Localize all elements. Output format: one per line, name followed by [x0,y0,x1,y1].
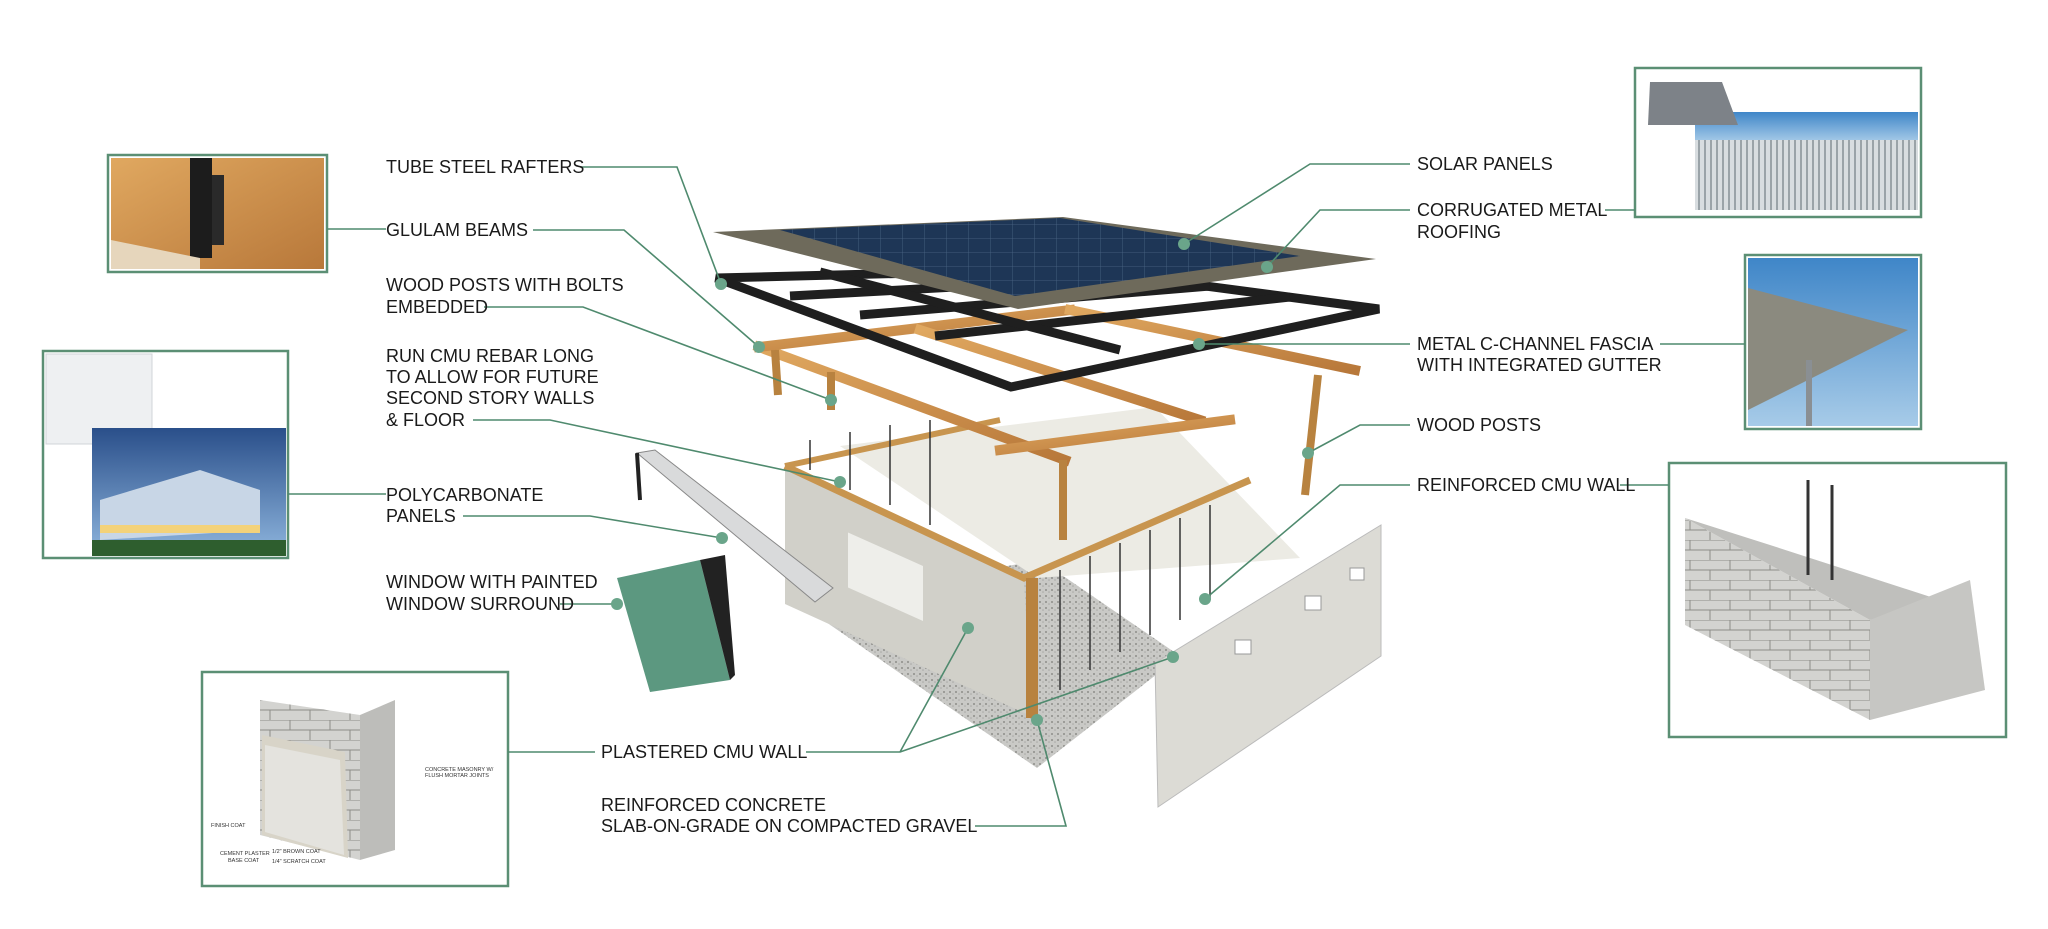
label-wood-posts-bolts-1: WOOD POSTS WITH BOLTS [386,275,624,295]
label-wood-posts: WOOD POSTS [1417,415,1541,435]
detail-note-masonry-2: FLUSH MORTAR JOINTS [425,773,489,779]
wood-post [1026,578,1038,718]
inset-fascia-photo [1743,253,1923,431]
solar-panels [780,218,1300,296]
label-wood-posts-bolts-2: EMBEDDED [386,297,488,317]
label-polycarbonate-2: PANELS [386,506,456,526]
label-cmu-rebar-4: & FLOOR [386,410,465,430]
detail-note-base-2: BASE COAT [228,858,260,864]
label-glulam-beams: GLULAM BEAMS [386,220,528,240]
floor-slab [840,407,1300,578]
label-window-2: WINDOW SURROUND [386,594,574,614]
label-window-1: WINDOW WITH PAINTED [386,572,598,592]
inset-glulam-photo [106,153,329,274]
detail-note-scratch: 1/4" SCRATCH COAT [272,859,326,865]
window-surround [617,560,730,692]
detached-cmu-wall [1154,524,1382,808]
inset-cmu-block-render [1667,461,2008,739]
detail-note-base-1: CEMENT PLASTER [220,851,270,857]
building-model [617,217,1382,808]
label-solar-panels: SOLAR PANELS [1417,154,1553,174]
label-slab-1: REINFORCED CONCRETE [601,795,826,815]
label-fascia-1: METAL C-CHANNEL FASCIA [1417,334,1653,354]
label-fascia-2: WITH INTEGRATED GUTTER [1417,355,1662,375]
label-slab-2: SLAB-ON-GRADE ON COMPACTED GRAVEL [601,816,977,836]
label-reinforced-cmu-wall: REINFORCED CMU WALL [1417,475,1635,495]
label-corrugated-2: ROOFING [1417,222,1501,242]
label-polycarbonate-1: POLYCARBONATE [386,485,543,505]
polycarbonate-panel [635,449,834,603]
detail-note-finish: FINISH COAT [211,823,246,829]
label-tube-steel-rafters: TUBE STEEL RAFTERS [386,157,584,177]
leaders [463,163,1410,827]
label-cmu-rebar-2: TO ALLOW FOR FUTURE [386,367,599,387]
detail-note-masonry-1: CONCRETE MASONRY W/ [425,767,494,773]
detail-note-brown: 1/2" BROWN COAT [272,849,321,855]
callout-labels: TUBE STEEL RAFTERS GLULAM BEAMS WOOD POS… [386,154,1662,836]
label-plastered-cmu-wall: PLASTERED CMU WALL [601,742,807,762]
label-corrugated-1: CORRUGATED METAL [1417,200,1607,220]
label-cmu-rebar-1: RUN CMU REBAR LONG [386,346,594,366]
inset-polycarbonate-photo [41,349,290,560]
label-cmu-rebar-3: SECOND STORY WALLS [386,388,594,408]
inset-plaster-wall-detail: CONCRETE MASONRY W/ FLUSH MORTAR JOINTS … [200,670,510,888]
top-plate [783,462,1252,582]
inset-corrugated-roof-photo [1633,66,1923,219]
